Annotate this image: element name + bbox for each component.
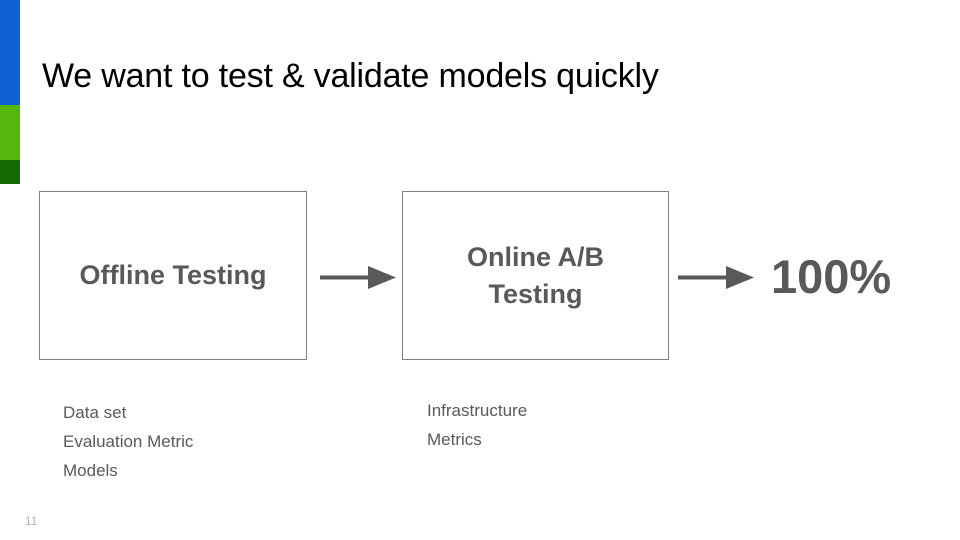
page-number: 11 (25, 514, 38, 528)
accent-bar-green (0, 105, 20, 160)
diagram-box-offline-testing: Offline Testing (39, 191, 307, 360)
arrow-right-icon-2 (676, 262, 756, 292)
diagram-box-online-ab-testing-label: Online A/B Testing (466, 241, 604, 309)
diagram-box-online-ab-testing: Online A/B Testing (402, 191, 669, 360)
result-percent-value: 100% (771, 250, 892, 303)
diagram-box-offline-testing-label: Offline Testing (79, 260, 267, 290)
page-title: We want to test & validate models quickl… (42, 57, 659, 95)
arrow-right-icon-1 (318, 262, 398, 292)
accent-bar-blue (0, 0, 20, 105)
caption-online-ab-testing: Infrastructure Metrics (427, 401, 528, 449)
caption-offline-testing: Data set Evaluation Metric Models (63, 403, 194, 480)
accent-bar-dark-green (0, 160, 20, 184)
